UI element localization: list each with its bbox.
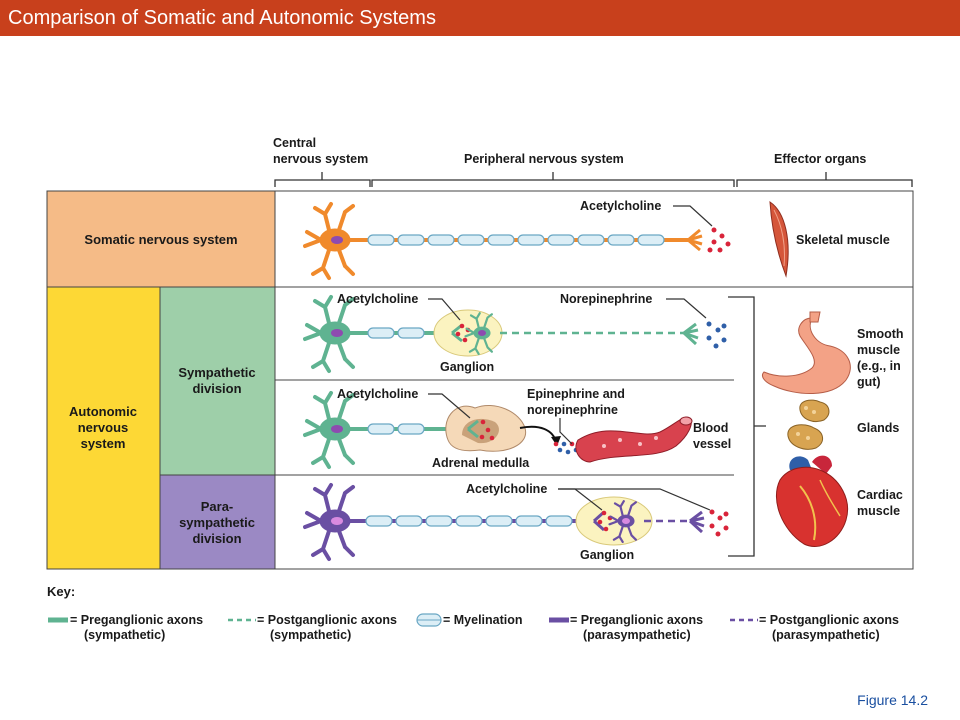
blood-vessel-label-1: Blood: [693, 421, 728, 435]
key-item-myelination: = Myelination: [416, 613, 523, 627]
parasympathetic-label-2: sympathetic: [179, 515, 255, 530]
skeletal-muscle-image: [769, 201, 789, 278]
cardiac-muscle-label-1: Cardiac: [857, 488, 903, 502]
norepinephrine-label: Norepinephrine: [560, 292, 652, 306]
key-myelination-text: = Myelination: [443, 613, 523, 627]
sympathetic-neuron-1: [303, 295, 727, 373]
smooth-muscle-label-3: (e.g., in: [857, 359, 901, 373]
epi-label-1: Epinephrine and: [527, 387, 625, 401]
adrenal-medulla-label: Adrenal medulla: [432, 456, 530, 470]
adrenal-ach-label: Acetylcholine: [337, 387, 418, 401]
key-sympathetic-pre-text: = Preganglionic axons: [70, 613, 203, 627]
autonomic-label-3: system: [81, 436, 126, 451]
slide-title: Comparison of Somatic and Autonomic Syst…: [8, 7, 436, 29]
parasympathetic-label-1: Para-: [201, 499, 234, 514]
figure-label: Figure 14.2: [857, 692, 928, 708]
skeletal-muscle-label: Skeletal muscle: [796, 233, 890, 247]
key-item-sympathetic-pre: = Preganglionic axons (sympathetic): [48, 613, 203, 642]
parasympathetic-ach-label: Acetylcholine: [466, 482, 547, 496]
key-parasympathetic-pre-text: = Preganglionic axons: [570, 613, 703, 627]
sympathetic-ach-label: Acetylcholine: [337, 292, 418, 306]
key-title: Key:: [47, 584, 75, 599]
smooth-muscle-label-4: gut): [857, 375, 881, 389]
sympathetic-neuron-2: [303, 391, 579, 469]
key-sympathetic-pre-sub: (sympathetic): [84, 628, 165, 642]
parasympathetic-cell: [159, 474, 276, 570]
smooth-muscle-label-1: Smooth: [857, 327, 904, 341]
key-item-sympathetic-post: = Postganglionic axons (sympathetic): [228, 613, 397, 642]
key-item-parasympathetic-post: = Postganglionic axons (parasympathetic): [730, 613, 899, 642]
somatic-neuron: [303, 202, 731, 280]
sympathetic-ganglion-label: Ganglion: [440, 360, 494, 374]
epi-label-2: norepinephrine: [527, 403, 618, 417]
somatic-label: Somatic nervous system: [84, 232, 237, 247]
key-parasympathetic-pre-sub: (parasympathetic): [583, 628, 691, 642]
header-cns-line1: Central: [273, 136, 316, 150]
blood-vessel-label-2: vessel: [693, 437, 731, 451]
sympathetic-label-1: Sympathetic: [178, 365, 255, 380]
key-parasympathetic-post-sub: (parasympathetic): [772, 628, 880, 642]
autonomic-label-2: nervous: [78, 420, 129, 435]
sympathetic-label-2: division: [192, 381, 241, 396]
parasympathetic-label-3: division: [192, 531, 241, 546]
glands-label: Glands: [857, 421, 899, 435]
autonomic-label-1: Autonomic: [69, 404, 137, 419]
parasympathetic-neuron: [303, 483, 729, 561]
somatic-cell: [46, 190, 276, 288]
stomach-image: [761, 311, 851, 394]
blood-vessel-image: [575, 416, 693, 463]
header-brackets: [274, 172, 913, 187]
glands-image: [787, 399, 830, 450]
title-bar: Comparison of Somatic and Autonomic Syst…: [0, 0, 960, 36]
parasympathetic-ganglion-label: Ganglion: [580, 548, 634, 562]
header-effectors: Effector organs: [774, 152, 866, 166]
heart-image: [775, 455, 848, 547]
effector-bracket: [728, 296, 766, 557]
cardiac-muscle-label-2: muscle: [857, 504, 900, 518]
smooth-muscle-label-2: muscle: [857, 343, 900, 357]
key-sympathetic-post-text: = Postganglionic axons: [257, 613, 397, 627]
key-item-parasympathetic-pre: = Preganglionic axons (parasympathetic): [549, 613, 703, 642]
header-pns: Peripheral nervous system: [464, 152, 624, 166]
somatic-ach-label: Acetylcholine: [580, 199, 661, 213]
key-parasympathetic-post-text: = Postganglionic axons: [759, 613, 899, 627]
header-cns-line2: nervous system: [273, 152, 368, 166]
key-sympathetic-post-sub: (sympathetic): [270, 628, 351, 642]
